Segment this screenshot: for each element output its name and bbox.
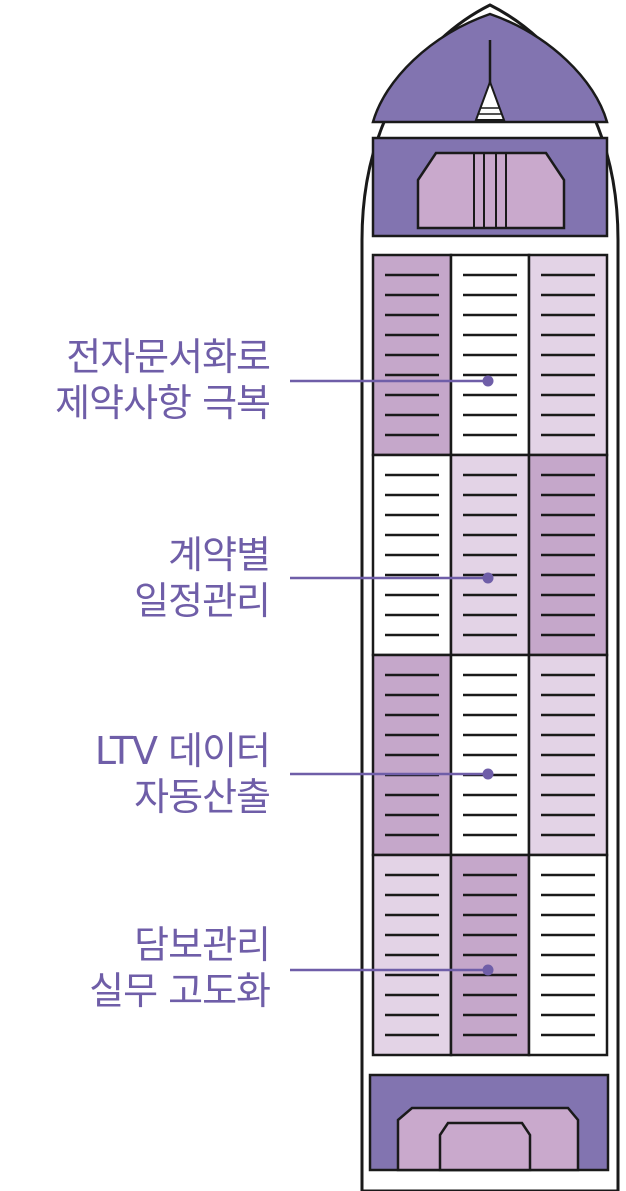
forward-cabin [416, 151, 566, 230]
callout-4-line2: 실무 고도화 [89, 969, 271, 1013]
callout-1-line1: 전자문서화로 [66, 335, 271, 379]
callout-label-4: 담보관리 실무 고도화 [89, 922, 271, 1014]
callout-label-1: 전자문서화로 제약사항 극복 [55, 334, 271, 426]
dot-icon [482, 572, 494, 584]
dot-icon [482, 964, 494, 976]
callout-label-3: LTV 데이터 자동산출 [94, 728, 271, 820]
callout-2-line2: 일정관리 [134, 579, 271, 623]
cargo-bay [371, 253, 609, 1057]
callout-3-line2: 자동산출 [134, 775, 271, 819]
callout-4-line1: 담보관리 [134, 923, 271, 967]
callout-3-line1: LTV 데이터 [94, 729, 271, 773]
dot-icon [482, 768, 494, 780]
callout-2-line1: 계약별 [168, 533, 271, 577]
callout-lines [290, 375, 494, 976]
dot-icon [482, 375, 494, 387]
mast-base [474, 79, 506, 121]
callout-1-line2: 제약사항 극복 [55, 381, 271, 425]
callout-label-2: 계약별 일정관리 [134, 532, 271, 624]
